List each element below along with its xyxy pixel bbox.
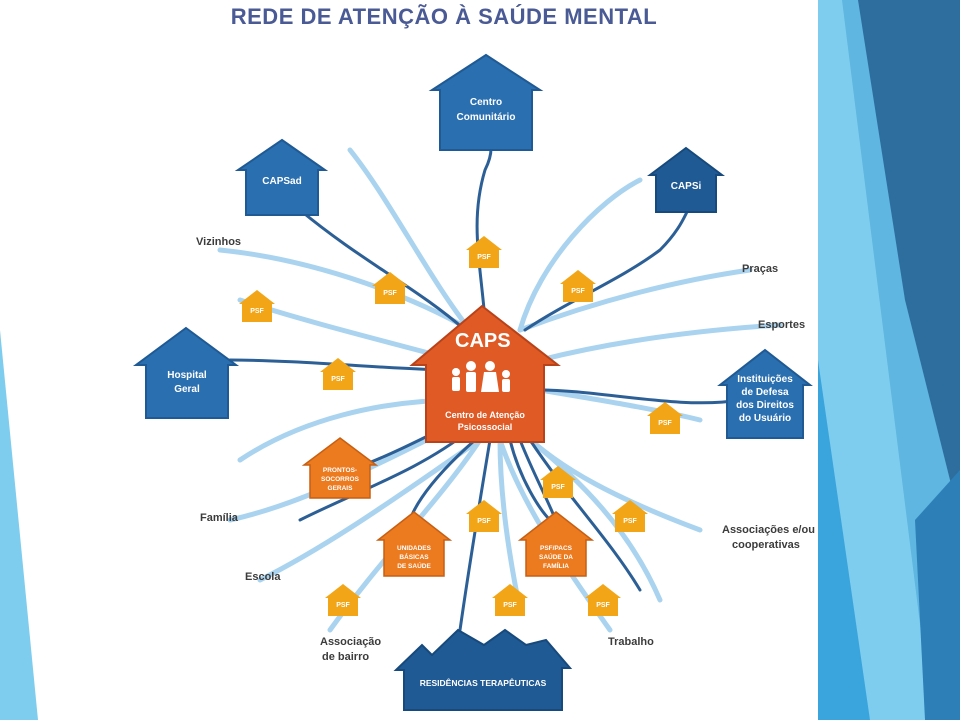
house-capsi: CAPSi xyxy=(647,146,725,213)
label-escola: Escola xyxy=(245,571,281,583)
label-associacao-bairro: de bairro xyxy=(322,651,369,663)
house-residencias: RESIDÊNCIAS TERAPÊUTICAS xyxy=(393,628,573,711)
svg-text:FAMÍLIA: FAMÍLIA xyxy=(543,561,569,570)
svg-text:Instituições: Instituições xyxy=(737,374,793,385)
svg-text:PSF: PSF xyxy=(477,254,491,261)
psf-house: PSF xyxy=(492,584,528,616)
svg-text:PSF: PSF xyxy=(383,290,397,297)
light-roots xyxy=(217,147,783,633)
house-hospital-geral: Hospital Geral xyxy=(132,326,240,419)
svg-text:Geral: Geral xyxy=(174,384,200,395)
label-pracas: Praças xyxy=(742,263,778,275)
svg-text:Psicossocial: Psicossocial xyxy=(458,422,513,432)
svg-text:SAÚDE DA: SAÚDE DA xyxy=(539,552,573,561)
psf-house: PSF xyxy=(585,584,621,616)
psf-house: PSF xyxy=(320,358,356,390)
svg-text:PSF: PSF xyxy=(250,308,264,315)
psf-house: PSF xyxy=(647,402,683,434)
family-figures-icon xyxy=(452,361,510,392)
svg-text:de Defesa: de Defesa xyxy=(741,387,789,398)
psf-house: PSF xyxy=(540,466,576,498)
svg-text:PSF: PSF xyxy=(503,602,517,609)
community-labels: Vizinhos Praças Esportes Família Escola … xyxy=(196,236,815,663)
psf-house: PSF xyxy=(466,236,502,268)
svg-text:PSF: PSF xyxy=(336,602,350,609)
psf-house: PSF xyxy=(612,500,648,532)
psf-house: PSF xyxy=(466,500,502,532)
house-psf-pacs: PSF/PACS SAÚDE DA FAMÍLIA xyxy=(517,511,595,577)
house-capsad: CAPSad xyxy=(234,138,329,216)
label-associacao-bairro: Associação xyxy=(320,636,381,648)
svg-text:CAPSad: CAPSad xyxy=(262,176,301,187)
psf-houses: PSF PSF PSF PSF PSF PSF xyxy=(239,236,683,616)
house-caps-center: CAPS Centro de Atenção Psicossocial xyxy=(409,304,561,443)
svg-text:PSF: PSF xyxy=(331,376,345,383)
psf-house: PSF xyxy=(372,272,408,304)
house-unidades-basicas: UNIDADES BÁSICAS DE SAÚDE xyxy=(375,511,453,577)
svg-text:dos Direitos: dos Direitos xyxy=(736,400,794,411)
house-centro-comunitario: Centro Comunitário xyxy=(428,53,544,151)
label-associacoes: Associações e/ou xyxy=(722,524,815,536)
svg-text:CAPSi: CAPSi xyxy=(671,181,702,192)
house-prontos-socorros: PRONTOS- SOCORROS GERAIS xyxy=(301,437,379,499)
page-title: REDE DE ATENÇÃO À SAÚDE MENTAL xyxy=(230,4,658,29)
svg-text:PSF: PSF xyxy=(477,518,491,525)
svg-text:Centro de Atenção: Centro de Atenção xyxy=(445,410,525,420)
svg-text:do Usuário: do Usuário xyxy=(739,413,791,424)
svg-text:DE SAÚDE: DE SAÚDE xyxy=(397,561,431,570)
svg-text:Comunitário: Comunitário xyxy=(457,112,516,123)
label-esportes: Esportes xyxy=(758,319,805,331)
house-instituicoes: Instituições de Defesa dos Direitos do U… xyxy=(717,348,813,439)
label-vizinhos: Vizinhos xyxy=(196,236,241,248)
svg-text:PSF: PSF xyxy=(551,484,565,491)
psf-house: PSF xyxy=(560,270,596,302)
label-associacoes: cooperativas xyxy=(732,539,800,551)
svg-text:GERAIS: GERAIS xyxy=(328,485,354,492)
psf-house: PSF xyxy=(239,290,275,322)
svg-text:Centro: Centro xyxy=(470,97,502,108)
svg-text:PSF: PSF xyxy=(571,288,585,295)
svg-text:PSF: PSF xyxy=(623,518,637,525)
svg-text:BÁSICAS: BÁSICAS xyxy=(399,552,429,561)
label-familia: Família xyxy=(200,512,239,524)
svg-text:PSF/PACS: PSF/PACS xyxy=(540,545,573,552)
svg-text:PRONTOS-: PRONTOS- xyxy=(323,467,357,474)
svg-text:CAPS: CAPS xyxy=(455,330,511,352)
psf-house: PSF xyxy=(325,584,361,616)
svg-text:UNIDADES: UNIDADES xyxy=(397,545,432,552)
svg-text:SOCORROS: SOCORROS xyxy=(321,476,360,483)
label-trabalho: Trabalho xyxy=(608,636,654,648)
svg-text:Hospital: Hospital xyxy=(167,370,207,381)
svg-text:RESIDÊNCIAS TERAPÊUTICAS: RESIDÊNCIAS TERAPÊUTICAS xyxy=(420,677,547,688)
svg-text:PSF: PSF xyxy=(596,602,610,609)
svg-text:PSF: PSF xyxy=(658,420,672,427)
